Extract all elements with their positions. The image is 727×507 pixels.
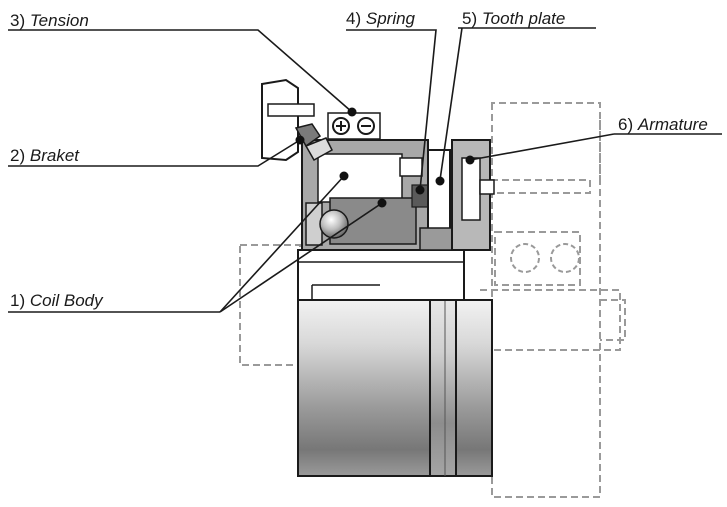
label-armature: 6) Armature bbox=[618, 115, 708, 134]
label-spring: 4) Spring bbox=[346, 9, 416, 28]
leader-lines bbox=[8, 27, 722, 313]
shaft-band bbox=[297, 249, 465, 301]
bearing-rings-dashed bbox=[510, 243, 580, 273]
label-tension: 3) Tension bbox=[10, 11, 89, 30]
terminal-block bbox=[327, 112, 381, 140]
bracket-part bbox=[261, 78, 333, 162]
label-tooth-plate: 5) Tooth plate bbox=[462, 9, 565, 28]
callout-dots bbox=[295, 107, 475, 208]
hub-cylinder bbox=[297, 299, 493, 477]
label-coil-body: 1) Coil Body bbox=[10, 291, 104, 310]
label-braket: 2) Braket bbox=[10, 146, 80, 165]
